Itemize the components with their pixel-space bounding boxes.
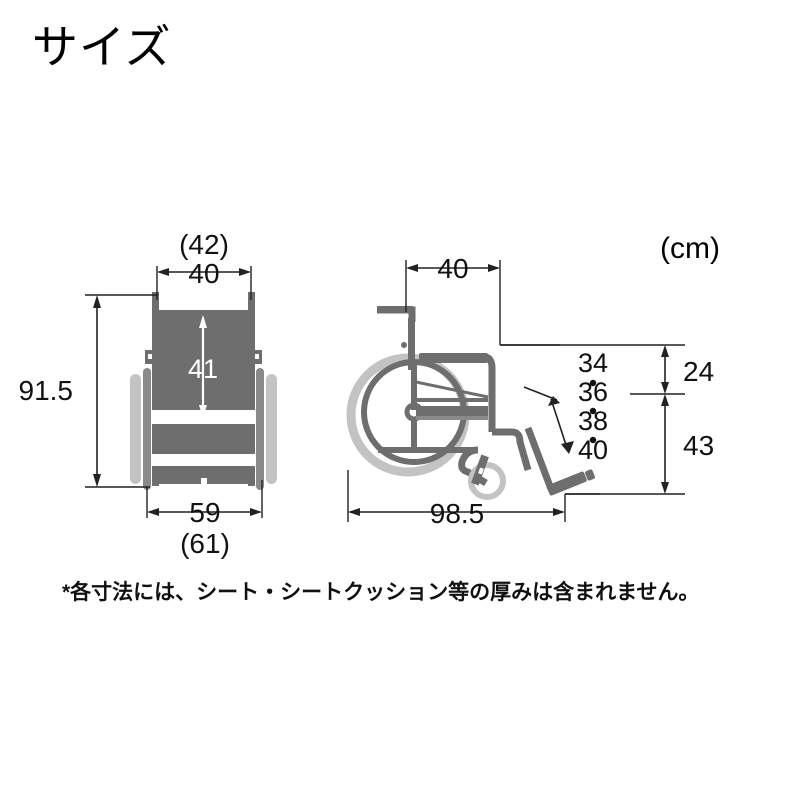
side-back-height-value: 24 xyxy=(683,356,714,387)
footrest-option-40: 40 xyxy=(578,435,608,465)
side-back-height-dimension xyxy=(661,345,669,394)
footrest-option-separator-dot xyxy=(589,379,597,387)
front-seat-width-value: 40 xyxy=(188,258,219,289)
side-total-length-value: 98.5 xyxy=(430,498,485,529)
front-total-height-dimension xyxy=(85,294,158,488)
side-seat-depth-value: 40 xyxy=(437,253,468,284)
front-total-height-value: 91.5 xyxy=(19,375,74,406)
side-seat-depth-dimension xyxy=(405,260,501,345)
front-back-height-value: 41 xyxy=(188,354,218,384)
side-seat-height-value: 43 xyxy=(683,430,714,461)
footnote-text: *各寸法には、シート・シートクッション等の厚みは含まれません。 xyxy=(62,581,700,604)
footrest-option-34: 34 xyxy=(578,348,608,378)
front-total-width-value: 59 xyxy=(189,497,220,528)
side-seat-height-dimension xyxy=(661,394,669,494)
page-title: サイズ xyxy=(32,21,172,73)
footrest-length-options: 34 36 38 40 xyxy=(578,348,608,465)
footrest-option-36: 36 xyxy=(578,377,608,407)
footrest-option-38: 38 xyxy=(578,406,608,436)
footrest-option-separator-dot xyxy=(589,407,597,415)
front-top-paren-value: (42) xyxy=(179,229,229,260)
footrest-option-separator-dot xyxy=(589,436,597,444)
footrest-length-leader xyxy=(523,386,574,454)
side-view-chair-art xyxy=(346,306,595,500)
front-total-width-dimension xyxy=(146,480,263,518)
front-total-width-paren-value: (61) xyxy=(180,528,230,559)
unit-label: (cm) xyxy=(660,232,720,265)
front-back-height-dimension xyxy=(199,315,207,418)
